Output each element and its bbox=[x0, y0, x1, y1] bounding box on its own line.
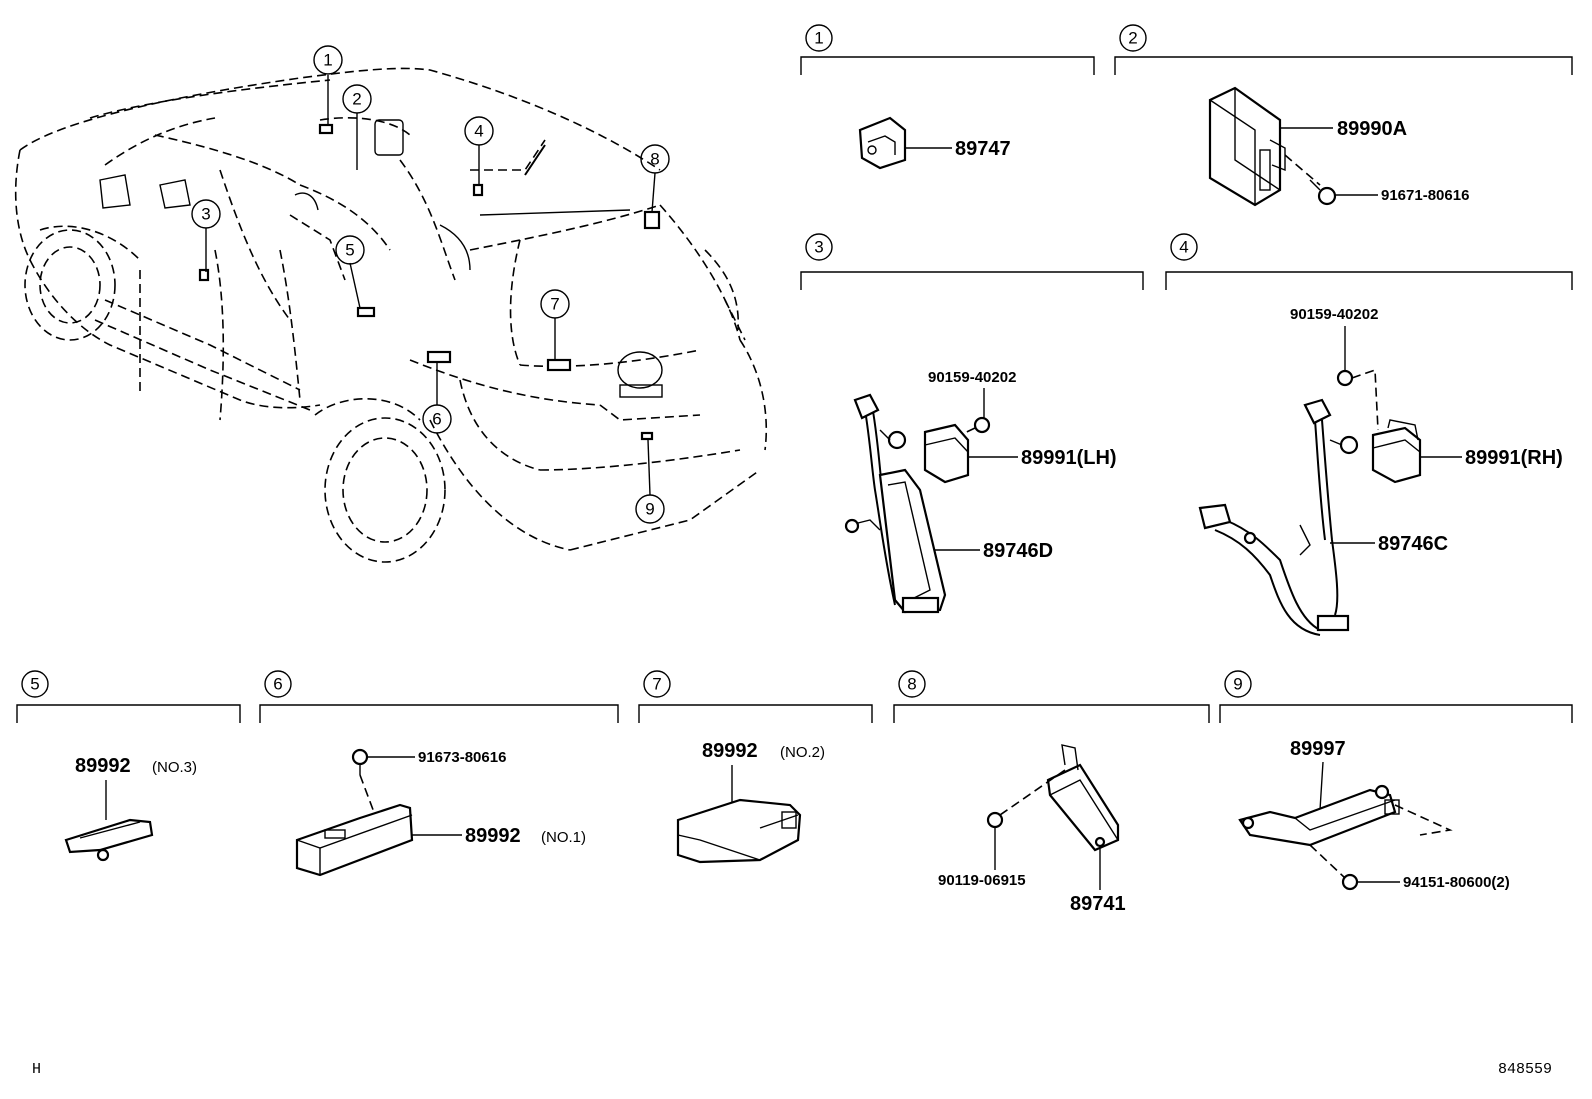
part-90119-06915-label: 90119-06915 bbox=[938, 872, 1026, 889]
section-8-num: 8 bbox=[907, 675, 916, 694]
section-9: 9 89997 94151-80600(2) bbox=[1219, 670, 1573, 891]
section-5: 5 89992 (NO.3) bbox=[16, 670, 241, 862]
callout-7-num: 7 bbox=[550, 295, 559, 314]
callout-5-num: 5 bbox=[345, 241, 354, 260]
part-89991-rh-label: 89991(RH) bbox=[1465, 447, 1563, 469]
section-6: 6 91673-80616 89992 (NO.1) bbox=[259, 670, 619, 877]
part-89992-no3-note: (NO.3) bbox=[152, 759, 197, 776]
part-90159-40202-rh-label: 90159-40202 bbox=[1290, 306, 1378, 323]
section-9-num: 9 bbox=[1233, 675, 1242, 694]
footer-left-code: H bbox=[32, 1061, 41, 1078]
antenna-89992-no3-drawing bbox=[64, 818, 154, 862]
section-3: 3 90159-40202 89991(LH) 89746D bbox=[800, 233, 1144, 614]
callout-2-num: 2 bbox=[352, 90, 361, 109]
callout-1-num: 1 bbox=[323, 51, 332, 70]
part-89991-lh-label: 89991(LH) bbox=[1021, 447, 1117, 469]
section-6-num: 6 bbox=[273, 675, 282, 694]
callout-8-num: 8 bbox=[650, 150, 659, 169]
callout-6-num: 6 bbox=[432, 410, 441, 429]
section-7-num: 7 bbox=[652, 675, 661, 694]
section-2: 2 89990A 91671-80616 bbox=[1114, 24, 1573, 207]
section-5-num: 5 bbox=[30, 675, 39, 694]
callout-7: 7 bbox=[540, 289, 570, 319]
part-89992-no1-label: 89992 bbox=[465, 825, 521, 847]
callout-5: 5 bbox=[335, 235, 365, 265]
callout-4-num: 4 bbox=[474, 122, 483, 141]
part-91671-80616-label: 91671-80616 bbox=[1381, 187, 1469, 204]
callout-1: 1 bbox=[313, 45, 343, 75]
harness-89746d-drawing bbox=[844, 393, 947, 614]
section-1: 1 89747 bbox=[800, 24, 1095, 170]
ecu-89991-rh-drawing bbox=[1371, 419, 1422, 484]
section-7: 7 89992 (NO.2) bbox=[638, 670, 873, 864]
callout-6: 6 bbox=[422, 404, 452, 434]
callout-3-num: 3 bbox=[201, 205, 210, 224]
antenna-89992-no1-drawing bbox=[295, 803, 414, 877]
part-89746d-label: 89746D bbox=[983, 540, 1053, 562]
callout-3: 3 bbox=[191, 199, 221, 229]
ecu-89991-lh-drawing bbox=[923, 423, 970, 484]
section-2-num: 2 bbox=[1128, 29, 1137, 48]
part-89741-label: 89741 bbox=[1070, 893, 1126, 915]
sensor-89747-drawing bbox=[858, 116, 907, 170]
ecu-89990a-drawing bbox=[1208, 86, 1286, 207]
part-91673-80616-label: 91673-80616 bbox=[418, 749, 506, 766]
part-89992-no3-label: 89992 bbox=[75, 755, 131, 777]
part-89992-no2-label: 89992 bbox=[702, 740, 758, 762]
harness-89746c-drawing bbox=[1198, 398, 1359, 636]
section-4: 4 90159-40202 89991(RH) 89746C bbox=[1165, 233, 1573, 636]
bolt-90119-drawing bbox=[986, 811, 1004, 870]
car-overview: 1 2 3 4 5 6 7 8 bbox=[14, 45, 768, 563]
callout-9-num: 9 bbox=[645, 500, 654, 519]
antenna-89997-drawing bbox=[1238, 784, 1400, 847]
part-90159-40202-lh-label: 90159-40202 bbox=[928, 369, 1016, 386]
footer-diagram-number: 848559 bbox=[1498, 1061, 1552, 1078]
part-89746c-label: 89746C bbox=[1378, 533, 1448, 555]
part-89990a-label: 89990A bbox=[1337, 118, 1407, 140]
part-89997-label: 89997 bbox=[1290, 738, 1346, 760]
section-3-num: 3 bbox=[814, 238, 823, 257]
section-8: 8 90119-06915 89741 bbox=[893, 670, 1210, 915]
section-4-num: 4 bbox=[1179, 238, 1188, 257]
part-89747-label: 89747 bbox=[955, 138, 1011, 160]
bolt-91671-drawing bbox=[1309, 179, 1337, 206]
callout-9: 9 bbox=[635, 494, 665, 524]
section-1-num: 1 bbox=[814, 29, 823, 48]
antenna-89992-no2-drawing bbox=[676, 798, 802, 864]
part-89992-no2-note: (NO.2) bbox=[780, 744, 825, 761]
part-94151-80600-label: 94151-80600(2) bbox=[1403, 874, 1510, 891]
callout-4: 4 bbox=[464, 116, 494, 146]
bolt-91673-drawing bbox=[351, 748, 369, 775]
actuator-89741-drawing bbox=[1046, 744, 1120, 852]
callout-2: 2 bbox=[342, 84, 372, 114]
part-89992-no1-note: (NO.1) bbox=[541, 829, 586, 846]
callout-8: 8 bbox=[640, 144, 670, 174]
